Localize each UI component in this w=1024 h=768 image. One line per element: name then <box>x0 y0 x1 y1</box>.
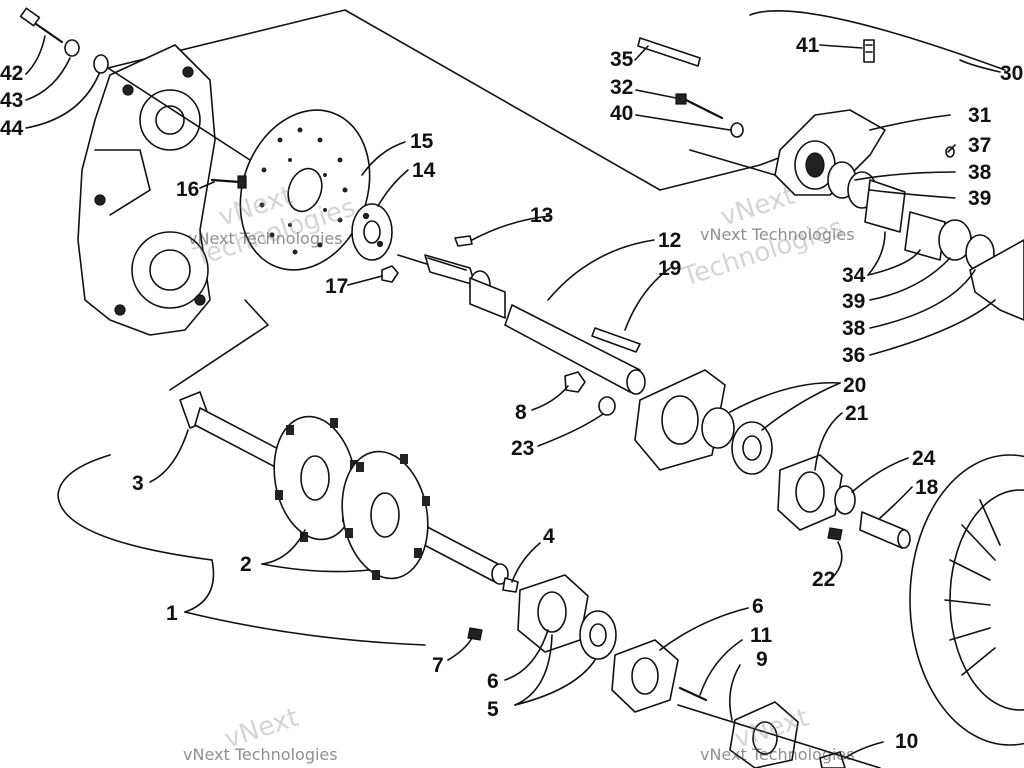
bleeder-41 <box>863 39 875 63</box>
callout-38b: 38 <box>842 317 866 340</box>
callout-16: 16 <box>176 178 199 201</box>
callout-11: 11 <box>750 624 773 647</box>
flange-9 <box>729 701 799 768</box>
callout-42: 42 <box>0 62 23 85</box>
callout-20: 20 <box>843 374 866 397</box>
key-19 <box>591 327 641 353</box>
brake-pad-34b <box>904 211 946 261</box>
brake-hub <box>351 203 393 261</box>
callout-numbers: 42 43 44 16 15 14 17 13 12 19 8 23 20 21… <box>0 34 1023 753</box>
seal-4 <box>502 577 519 593</box>
spacer-18 <box>859 511 911 549</box>
callout-30: 30 <box>1000 62 1023 85</box>
callout-37: 37 <box>968 134 991 157</box>
callout-15: 15 <box>410 130 434 153</box>
callout-36: 36 <box>842 344 865 367</box>
callout-17: 17 <box>325 275 348 298</box>
brake-shaft <box>397 254 646 395</box>
washer-40 <box>730 122 744 138</box>
sprocket-right <box>341 450 430 580</box>
nut-8 <box>564 371 586 393</box>
callout-13: 13 <box>530 204 553 227</box>
bolt-7 <box>467 627 483 641</box>
callout-38a: 38 <box>968 161 992 184</box>
callout-35: 35 <box>610 48 634 71</box>
watermark: vNext Technologies <box>700 225 855 244</box>
callout-43: 43 <box>0 89 23 112</box>
driven-pulley <box>909 454 1024 746</box>
brake-disc <box>239 109 371 271</box>
bearing-flange-lower <box>517 574 589 653</box>
watermark: vNext Technologies <box>183 745 338 764</box>
callout-7: 7 <box>432 654 444 677</box>
nut-17 <box>381 265 399 283</box>
plug-37 <box>945 146 955 158</box>
pin-11 <box>678 686 708 702</box>
bearing-flange-upper <box>634 369 726 471</box>
callout-6b: 6 <box>487 670 499 693</box>
caliper-half-36 <box>969 239 1024 321</box>
callout-39b: 39 <box>842 290 865 313</box>
flange-21 <box>777 454 843 531</box>
key-13 <box>454 235 473 247</box>
callout-44: 44 <box>0 117 24 140</box>
callout-40: 40 <box>610 102 633 125</box>
gear-case-housing <box>77 44 216 336</box>
watermark: vNext Technologies <box>188 229 343 248</box>
brake-pad-34a <box>864 179 906 233</box>
callout-1: 1 <box>166 602 178 625</box>
callout-23: 23 <box>511 437 534 460</box>
callout-22: 22 <box>812 568 835 591</box>
washer-43 <box>64 39 80 57</box>
callout-6a: 6 <box>752 595 764 618</box>
leader-line <box>107 67 251 161</box>
callout-5: 5 <box>487 698 499 721</box>
callout-41: 41 <box>796 34 820 57</box>
callout-24: 24 <box>912 447 936 470</box>
callout-18: 18 <box>915 476 939 499</box>
callout-12: 12 <box>658 229 681 252</box>
bearing-20a <box>701 407 735 449</box>
callout-14: 14 <box>412 159 436 182</box>
callout-19: 19 <box>658 257 681 280</box>
bolt-22 <box>827 527 843 541</box>
callout-9: 9 <box>756 648 768 671</box>
bolt-16 <box>210 175 247 189</box>
callout-32: 32 <box>610 76 633 99</box>
callout-4: 4 <box>543 525 555 548</box>
callout-8: 8 <box>515 401 527 424</box>
callout-10: 10 <box>895 730 918 753</box>
callout-2: 2 <box>240 553 252 576</box>
bolt-42 <box>19 7 64 44</box>
bolt-32 <box>675 93 724 120</box>
callout-21: 21 <box>845 402 869 425</box>
washer-44 <box>93 54 109 74</box>
callout-39a: 39 <box>968 187 991 210</box>
callout-3: 3 <box>132 472 144 495</box>
callout-34: 34 <box>842 264 866 287</box>
washer-23 <box>598 396 616 416</box>
leader-lines <box>25 35 1001 759</box>
flange-6 <box>611 639 679 713</box>
watermark: vNext Technologies <box>700 745 855 764</box>
ring-24 <box>834 485 856 515</box>
cotter-pin-35 <box>637 37 701 67</box>
callout-31: 31 <box>968 104 992 127</box>
